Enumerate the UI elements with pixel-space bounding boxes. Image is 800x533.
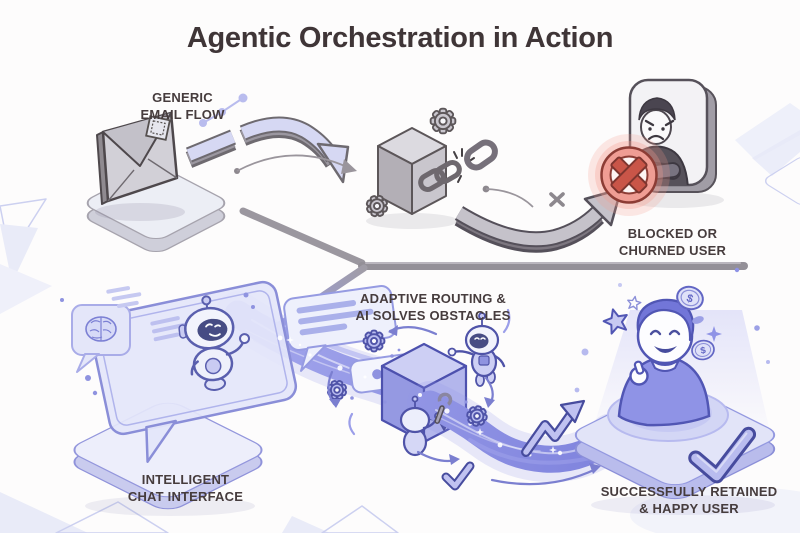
flow-arrow-email-to-cube (185, 116, 350, 184)
thin-arrow-under (234, 154, 357, 174)
label-adaptive-routing: ADAPTIVE ROUTING & AI SOLVES OBSTACLES (355, 291, 511, 323)
broken-chain-icon (418, 139, 498, 192)
wrench-icon (434, 392, 453, 424)
small-checkmark-icon (441, 461, 475, 491)
label-successfully-retained: SUCCESSFULLY RETAINED & HAPPY USER (600, 484, 778, 516)
page-title: Agentic Orchestration in Action (186, 22, 614, 54)
big-checkmark-icon (688, 426, 757, 484)
blocked-badge-icon (588, 134, 670, 216)
happy-user-avatar (617, 298, 711, 427)
gear-icon (362, 329, 386, 353)
blocked-user-card (588, 78, 724, 216)
chat-robot-icon (178, 295, 251, 391)
envelope-icon (96, 111, 179, 205)
stamp-icon (145, 115, 171, 141)
x-mark-icon (549, 192, 565, 207)
fail-squiggle (482, 185, 565, 208)
dollar-glyph: $ (685, 292, 695, 305)
curved-arrows (327, 308, 601, 486)
gear-icon (429, 107, 457, 135)
label-intelligent-chat-interface: INTELLIGENT CHAT INTERFACE (127, 472, 244, 504)
label-generic-email-flow: GENERIC EMAIL FLOW (140, 90, 225, 122)
fork-gray-branch (239, 207, 366, 267)
growth-arrow-icon (521, 399, 586, 457)
star-icon (627, 295, 642, 311)
brain-bubble (71, 304, 131, 373)
email-platform (86, 166, 226, 253)
star-icon (602, 308, 628, 335)
thumbs-up-icon (629, 360, 649, 386)
flow-arrow-cube-to-blocked (454, 187, 623, 253)
debris-dots (328, 348, 468, 404)
coin-icon: $ (691, 339, 715, 361)
wrench-robot-icon (399, 392, 453, 457)
scatter-dots (60, 292, 255, 396)
dash-lines (106, 286, 142, 308)
dotted-path (199, 93, 248, 127)
failure-cube (366, 127, 458, 229)
background-shapes (0, 103, 800, 533)
label-blocked-churned-user: BLOCKED OR CHURNED USER (618, 226, 727, 258)
success-dots (574, 267, 770, 393)
dollar-glyph: $ (699, 345, 707, 356)
brain-icon (85, 316, 117, 342)
helper-robot-icon (447, 312, 506, 387)
chat-window (88, 280, 298, 463)
coin-icon: $ (676, 285, 704, 311)
sparkle-icon (706, 326, 722, 342)
